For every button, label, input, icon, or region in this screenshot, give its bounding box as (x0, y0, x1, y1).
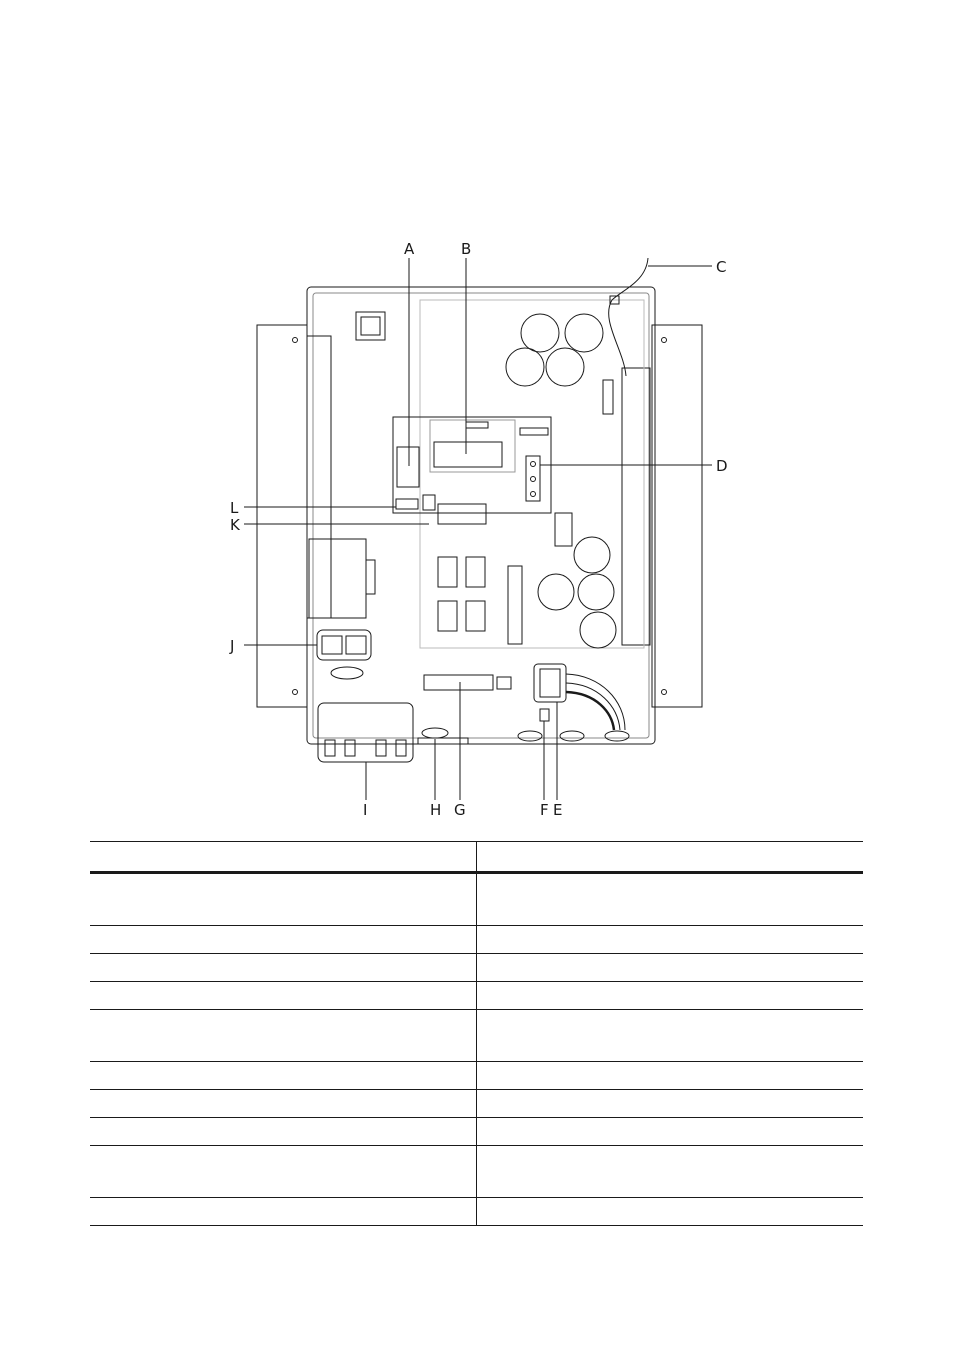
table-cell-position (90, 1009, 477, 1062)
table-header-row (90, 841, 863, 874)
table-cell-position (90, 1197, 477, 1226)
table-cell-position (90, 1117, 477, 1146)
device-interior-diagram: A B C D E F G H I J K L (229, 240, 728, 819)
table-cell-description (476, 1145, 863, 1198)
callout-G: G (454, 801, 466, 819)
table-header-description (476, 841, 863, 874)
table-cell-position (90, 981, 477, 1010)
callout-I: I (363, 801, 367, 819)
table-row (90, 1009, 863, 1062)
table-cell-position (90, 953, 477, 982)
table-cell-position (90, 925, 477, 954)
callout-D: D (716, 457, 728, 475)
callout-L: L (230, 499, 239, 517)
table-row (90, 1061, 863, 1090)
table-row (90, 1197, 863, 1226)
table-cell-position (90, 1089, 477, 1118)
table-cell-position (90, 872, 477, 926)
table-cell-position (90, 1061, 477, 1090)
enclosure-inner (312, 292, 650, 739)
callout-J: J (229, 637, 234, 655)
table-cell-description (476, 872, 863, 926)
table-row (90, 953, 863, 982)
callout-H: H (430, 801, 441, 819)
table-cell-description (476, 925, 863, 954)
display-screen (433, 441, 503, 468)
table-header-position (90, 841, 477, 874)
table-row (90, 1145, 863, 1198)
table-cell-description (476, 953, 863, 982)
table-cell-description (476, 1117, 863, 1146)
callout-A: A (404, 240, 415, 258)
table-cell-position (90, 1145, 477, 1198)
table-cell-description (476, 1197, 863, 1226)
table-row (90, 925, 863, 954)
table-row (90, 1117, 863, 1146)
left-heatsink (256, 324, 308, 708)
callout-C: C (716, 258, 726, 276)
right-heatsink (651, 324, 703, 708)
table-cell-description (476, 981, 863, 1010)
table-cell-description (476, 1061, 863, 1090)
table-cell-description (476, 1009, 863, 1062)
callout-K: K (230, 516, 241, 534)
table-row (90, 872, 863, 926)
table-row (90, 1089, 863, 1118)
table-row (90, 981, 863, 1010)
table-cell-description (476, 1089, 863, 1118)
callout-B: B (461, 240, 471, 258)
callout-E: E (553, 801, 562, 819)
legend-table (90, 841, 863, 1226)
callout-F: F (540, 801, 549, 819)
